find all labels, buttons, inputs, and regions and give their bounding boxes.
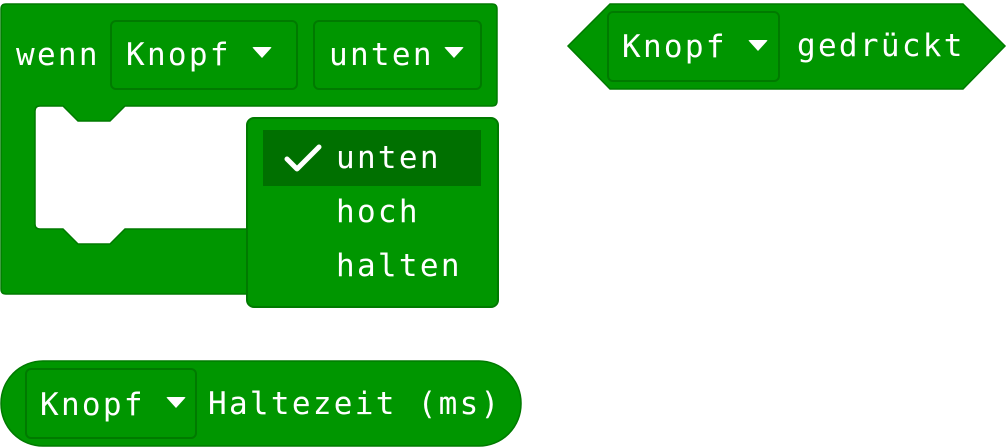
dropdown-caret-icon: [748, 40, 768, 51]
state-dropdown-value: unten: [329, 37, 434, 73]
dropdown-caret-icon: [444, 47, 464, 58]
menu-item-halten[interactable]: halten: [336, 248, 462, 284]
pressed-label: gedrückt: [797, 28, 965, 64]
button-dropdown-value: Knopf: [126, 37, 231, 73]
checkmark-icon: [284, 144, 322, 172]
button-dropdown[interactable]: Knopf: [25, 368, 197, 439]
button-dropdown[interactable]: Knopf: [607, 11, 780, 82]
dropdown-caret-icon: [252, 47, 272, 58]
button-dropdown-value: Knopf: [40, 387, 145, 423]
menu-item-unten[interactable]: unten: [263, 130, 481, 186]
menu-item-hoch[interactable]: hoch: [336, 194, 420, 230]
state-dropdown-menu: unten hoch halten: [246, 117, 499, 308]
button-dropdown[interactable]: Knopf: [110, 20, 298, 90]
dropdown-caret-icon: [166, 397, 186, 408]
hold-time-label: Haltezeit (ms): [208, 386, 502, 422]
when-label: wenn: [16, 37, 100, 73]
state-dropdown[interactable]: unten: [313, 20, 482, 90]
button-dropdown-value: Knopf: [622, 29, 727, 65]
menu-item-label: unten: [336, 140, 441, 176]
